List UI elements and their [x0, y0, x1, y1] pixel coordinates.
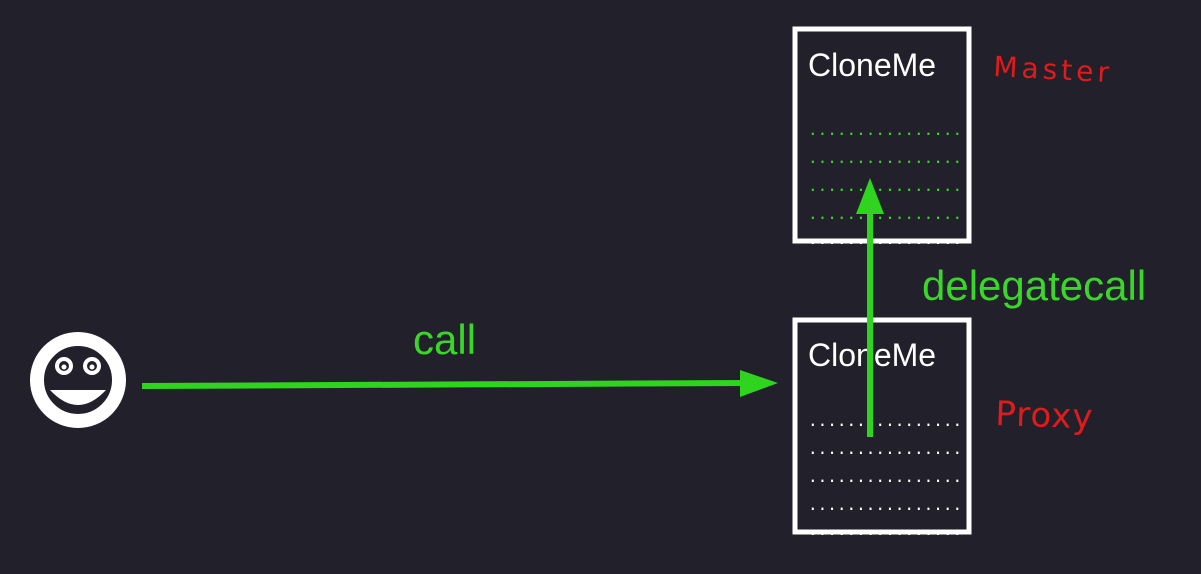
proxy-contract-box: CloneMe ................ ...............…: [792, 317, 972, 539]
proxy-storage-row: ................: [808, 495, 962, 514]
smiley-face-icon: [30, 332, 126, 428]
master-storage-row: ................: [808, 176, 962, 195]
master-storage-row: ................: [808, 204, 962, 223]
master-storage-row: ................: [808, 120, 962, 139]
proxy-storage-row: ................: [808, 439, 962, 458]
call-label: call: [413, 316, 476, 363]
master-storage-row: ................: [808, 229, 962, 248]
master-storage-row: ................: [808, 148, 962, 167]
delegatecall-arrow: [856, 178, 884, 437]
delegatecall-label: delegatecall: [922, 262, 1146, 309]
master-annotation: Master: [993, 50, 1114, 89]
proxy-storage-row: ................: [808, 520, 962, 539]
proxy-storage-row: ................: [808, 467, 962, 486]
call-arrow: [141, 370, 778, 397]
proxy-storage-row: ................: [808, 411, 962, 430]
master-box-title: CloneMe: [808, 47, 936, 83]
master-contract-box: CloneMe ................ ...............…: [792, 26, 972, 248]
proxy-annotation: Proxy: [995, 394, 1094, 437]
